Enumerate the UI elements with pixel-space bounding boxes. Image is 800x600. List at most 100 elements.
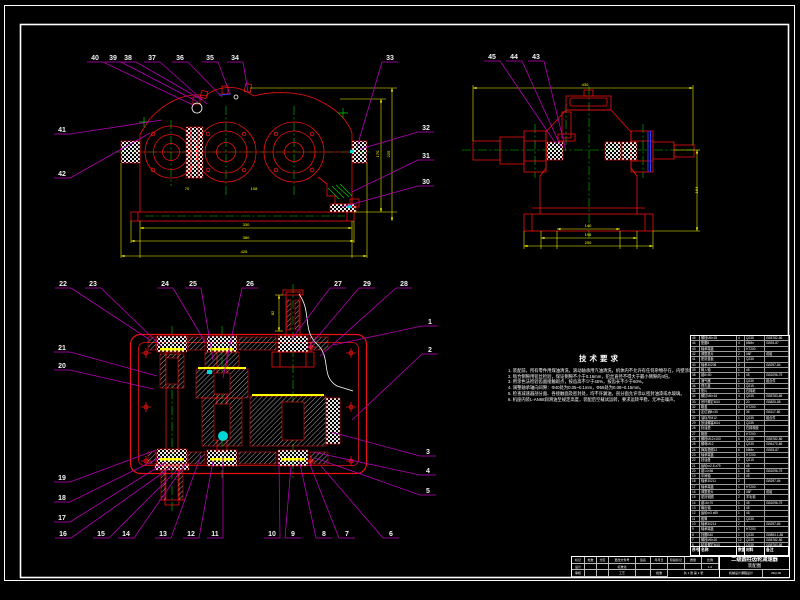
bearing-bore-3: [263, 121, 325, 183]
bom-cell: [765, 426, 789, 431]
callout-33: 33: [356, 55, 398, 148]
bom-cell: 螺钉M6×16: [700, 394, 737, 399]
bom-cell: [745, 479, 765, 484]
callout-label-34: 34: [231, 55, 239, 62]
callout-label-43: 43: [532, 54, 540, 61]
bom-cell: [765, 506, 789, 511]
output-shaft-end: [351, 140, 368, 164]
callout-42: 42: [54, 132, 151, 179]
bom-cell: 19: [691, 474, 700, 479]
callout-12: 12: [183, 460, 214, 539]
bom-cell: 08F: [745, 351, 765, 357]
bom-cell: 45: [745, 463, 765, 468]
title-block: 标记处数分区更改文件号签名年月日设计标准化审核工艺批准 阶段标记 质量 比例 1…: [571, 556, 790, 578]
callout-23: 23: [85, 281, 162, 347]
bom-cell: 20: [691, 468, 700, 474]
dim-value: 380: [243, 235, 250, 240]
dim-value: 108: [251, 186, 258, 191]
bom-cell: Q235: [745, 394, 765, 399]
scale-value: 1:2: [702, 563, 719, 570]
tech-requirement-line-6: 6. 机座内装L-AN68润滑油至规定高度，装配后空载试运转，要求运转平稳、无冲…: [508, 396, 678, 402]
bom-cell: GB297-84: [765, 362, 789, 367]
callout-label-2: 2: [428, 347, 432, 354]
bom-cell: [765, 383, 789, 389]
bom-cell: [765, 452, 789, 458]
callout-26: 26: [222, 281, 258, 379]
callout-36: 36: [172, 55, 223, 98]
callout-label-6: 6: [389, 531, 393, 538]
bom-cell: Q235: [745, 537, 765, 543]
callout-label-42: 42: [58, 171, 66, 178]
bom-cell: 1: [737, 463, 745, 468]
bom-cell: HT200: [745, 484, 765, 490]
bom-cell: 1: [737, 527, 745, 532]
bom-cell: 45: [745, 474, 765, 479]
bom-cell: 1: [737, 367, 745, 373]
callout-10: 10: [264, 461, 281, 539]
bom-cell: [765, 484, 789, 490]
bom-cell: 轴承30208: [700, 362, 737, 367]
callout-label-14: 14: [122, 531, 130, 538]
bom-cell: GB5782-86: [765, 436, 789, 442]
bom-cell: 1: [737, 474, 745, 479]
callout-label-9: 9: [291, 531, 295, 538]
tb-cell-empty: [597, 563, 609, 571]
bom-cell: 45: [745, 511, 765, 516]
bom-cell: 1: [737, 389, 745, 394]
section-view: [129, 284, 368, 512]
dim-value: 430: [582, 82, 589, 87]
side-housing-outline: [539, 109, 638, 214]
bom-cell: 轴承30214: [700, 521, 737, 527]
dim-value: 140: [585, 223, 592, 228]
callout-label-41: 41: [58, 127, 66, 134]
bom-cell: 37: [691, 378, 700, 383]
bom-cell: Q235: [745, 436, 765, 442]
section-view-dimensions: [275, 294, 283, 332]
bom-cell: Q235: [745, 421, 765, 426]
callout-label-15: 15: [97, 531, 105, 538]
bom-cell: GB297-84: [765, 521, 789, 527]
bom-cell: 成组: [765, 490, 789, 495]
bom-cell: Q235: [745, 442, 765, 447]
intermediate-shaft-section: [195, 335, 249, 467]
bom-cell: 15: [691, 495, 700, 500]
bom-cell: 43: [691, 346, 700, 351]
bom-cell: 2: [737, 458, 745, 463]
callout-7: 7: [308, 461, 355, 539]
bom-cell: 16: [691, 490, 700, 495]
callout-5: 5: [314, 457, 436, 496]
bom-cell: GB1096-79: [765, 500, 789, 505]
callout-label-38: 38: [124, 55, 132, 62]
bom-cell: Q215: [745, 383, 765, 389]
bom-cell: 1: [737, 532, 745, 537]
bom-cell: [765, 474, 789, 479]
bom-cell: Q235: [745, 532, 765, 537]
stage-mark-label: 阶段标记: [668, 557, 685, 563]
callout-22: 22: [55, 281, 151, 341]
callout-14: 14: [118, 462, 187, 539]
bom-cell: 29: [691, 421, 700, 426]
organization: 机械设计课程设计: [720, 570, 763, 577]
bom-cell: HT200: [745, 405, 765, 410]
dim-value: 330: [243, 222, 250, 227]
callout-label-5: 5: [426, 488, 430, 495]
dim-value: 225: [386, 150, 391, 157]
side-view: [462, 85, 700, 249]
bom-cell: 2: [737, 490, 745, 495]
bom-cell: 轴承30211: [700, 479, 737, 484]
callout-34: 34: [227, 55, 249, 93]
bom-cell: 1: [737, 405, 745, 410]
dim-value: 82: [270, 310, 275, 315]
